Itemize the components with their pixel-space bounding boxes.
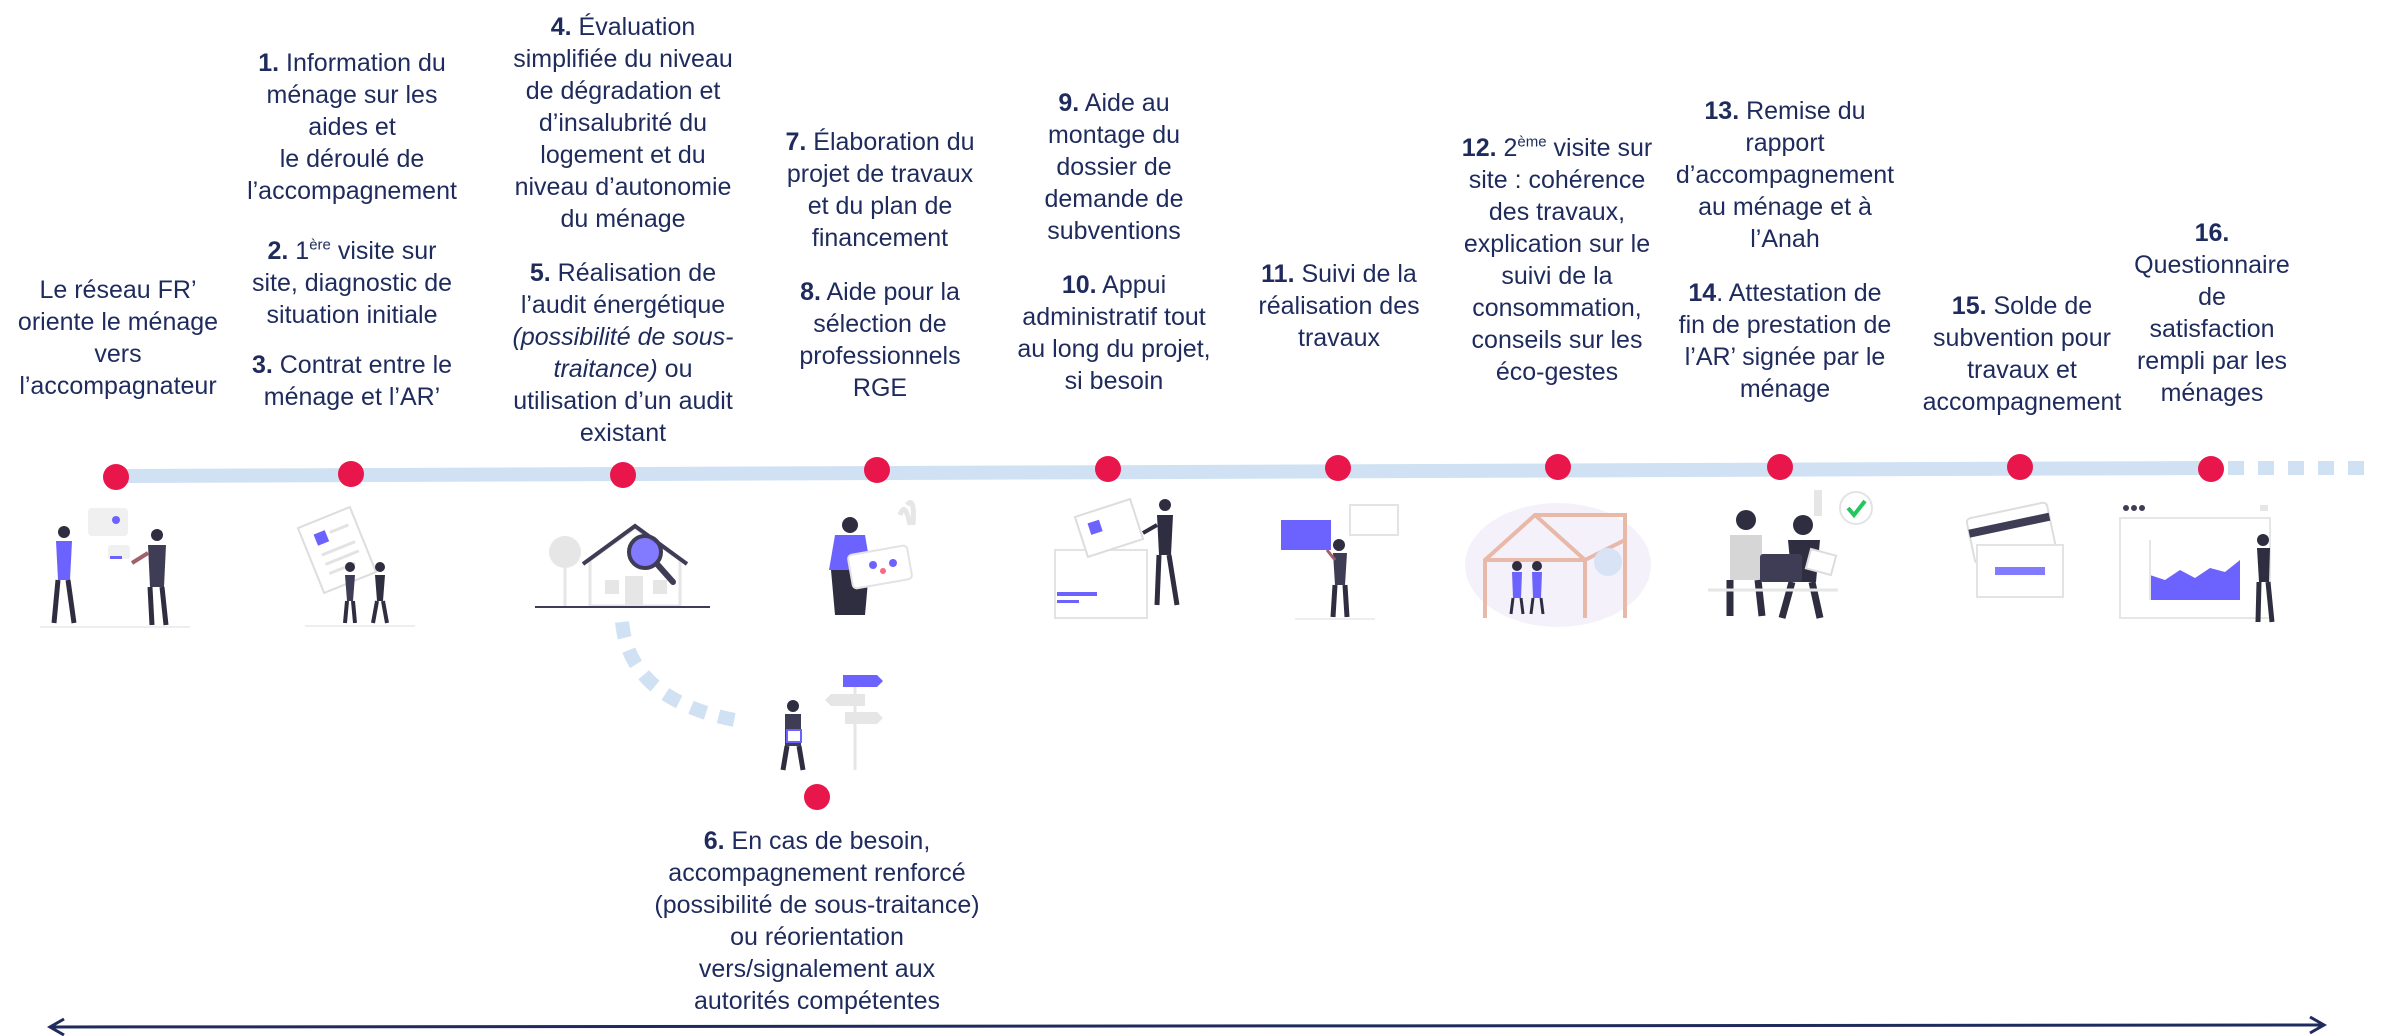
payment-cards-icon bbox=[1965, 501, 2064, 598]
step-16-text: 16. Questionnaire de satisfaction rempli… bbox=[2134, 219, 2290, 407]
step-12: 12. 2ème visite sur bbox=[1461, 133, 1653, 162]
step-6: 6. En cas de besoin, bbox=[703, 827, 931, 855]
person-dashboard-icon bbox=[2119, 505, 2275, 623]
step-7: 7. Élaboration du bbox=[785, 128, 975, 156]
timeline-dot bbox=[103, 464, 129, 490]
step-13: 13. Remise du bbox=[1704, 97, 1866, 125]
step-15: 15. Solde de bbox=[1951, 292, 2093, 320]
timeline-dot bbox=[1545, 454, 1571, 480]
steps-13-14-text: 13. Remise du rapport d’accompagnement a… bbox=[1675, 97, 1895, 403]
timeline-dot bbox=[1767, 454, 1793, 480]
timeline-dot bbox=[338, 461, 364, 487]
steps-7-8-text: 7. Élaboration du projet de travaux et d… bbox=[785, 128, 975, 402]
step-16: 16. bbox=[2194, 219, 2230, 247]
house-frame-icon bbox=[1465, 503, 1651, 627]
timeline-track bbox=[108, 461, 2217, 483]
timeline-dot bbox=[2198, 456, 2224, 482]
timeline-dot bbox=[1095, 456, 1121, 482]
timeline-dot bbox=[804, 784, 830, 810]
document-handshake-icon bbox=[296, 505, 415, 627]
step-start-text: Le réseau FR’ oriente le ménage vers l’a… bbox=[17, 276, 219, 400]
steps-4-5-text: 4. Évaluation simplifiée du niveau de dé… bbox=[512, 13, 734, 447]
steps-1-3-text: 1. Information du ménage sur les aides e… bbox=[247, 49, 457, 411]
branch-dashed-path bbox=[615, 621, 737, 727]
person-documents-icon bbox=[1054, 497, 1180, 619]
timeline-dot bbox=[864, 457, 890, 483]
step-15-text: 15. Solde de subvention pour travaux et … bbox=[1922, 292, 2122, 416]
timeline-dot bbox=[610, 462, 636, 488]
people-talking-icon bbox=[40, 508, 190, 628]
step-11: 11. Suivi de la bbox=[1261, 260, 1417, 288]
double-arrow bbox=[46, 1015, 2328, 1036]
step-2: 2. 1ère visite sur bbox=[267, 236, 437, 265]
person-chart-icon bbox=[829, 500, 916, 615]
step-3: 3. Contrat entre le bbox=[251, 351, 453, 379]
step-4: 4. Évaluation bbox=[550, 13, 696, 41]
step-14: 14. Attestation de bbox=[1688, 279, 1882, 307]
timeline-dot bbox=[1325, 455, 1351, 481]
person-signpost-icon bbox=[780, 675, 883, 771]
step-8: 8. Aide pour la bbox=[800, 278, 960, 306]
step-6-text: 6. En cas de besoin, accompagnement renf… bbox=[654, 827, 980, 1015]
step-9: 9. Aide au bbox=[1058, 89, 1170, 117]
step-11-text: 11. Suivi de la réalisation des travaux bbox=[1258, 260, 1420, 352]
steps-9-10-text: 9. Aide au montage du dossier de demande… bbox=[1017, 89, 1211, 395]
people-laptop-check-icon bbox=[1708, 490, 1873, 619]
house-magnifier-icon bbox=[535, 523, 710, 608]
person-screen-icon bbox=[1281, 504, 1399, 620]
step-1: 1. Information du bbox=[258, 49, 446, 77]
step-10: 10. Appui bbox=[1061, 271, 1167, 299]
step-12-text: 12. 2ème visite sur site : cohérence des… bbox=[1461, 133, 1653, 386]
step-5: 5. Réalisation de bbox=[529, 259, 717, 287]
timeline-dot bbox=[2007, 454, 2033, 480]
